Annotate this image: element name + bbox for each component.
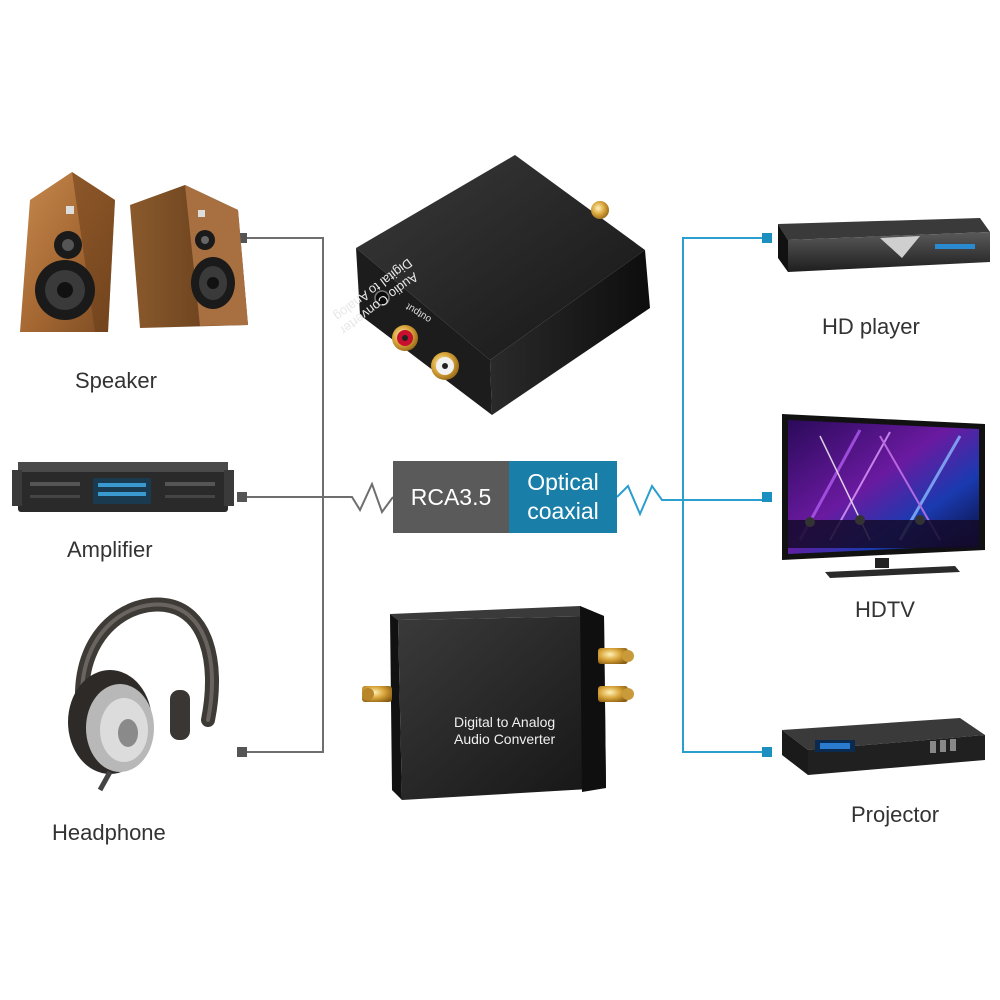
badge-rca35: RCA3.5 xyxy=(393,461,509,533)
badge-optical-coaxial: Optical coaxial xyxy=(509,461,617,533)
speaker-image xyxy=(20,172,248,332)
speaker-label: Speaker xyxy=(75,368,157,393)
analog-amplifier-line xyxy=(243,481,394,515)
analog-wiring xyxy=(243,237,394,753)
speaker-connector-dot xyxy=(237,233,247,243)
amplifier-label: Amplifier xyxy=(67,537,153,562)
converter-bottom-label-line2: Audio Converter xyxy=(454,731,556,747)
hdtv-connector-dot xyxy=(762,492,772,502)
digital-hdtv-line xyxy=(616,483,767,517)
badge-coaxial-text: coaxial xyxy=(527,498,599,524)
hd-player-label: HD player xyxy=(822,314,920,339)
projector-label: Projector xyxy=(851,802,940,827)
headphone-label: Headphone xyxy=(52,820,166,845)
converter-bottom-label-line1: Digital to Analog xyxy=(454,714,555,730)
digital-trunk-line xyxy=(682,237,767,753)
headphone-connector-dot xyxy=(237,747,247,757)
amplifier-image xyxy=(12,462,234,512)
amplifier-connector-dot xyxy=(237,492,247,502)
hdtv-image xyxy=(782,414,985,578)
analog-trunk-line xyxy=(243,237,324,753)
headphone-image xyxy=(68,597,220,792)
projector-image xyxy=(782,718,985,775)
hd-player-image xyxy=(778,218,990,272)
digital-wiring xyxy=(616,237,767,753)
hd-player-connector-dot xyxy=(762,233,772,243)
projector-connector-dot xyxy=(762,747,772,757)
converter-top-image xyxy=(356,155,650,415)
hdtv-label: HDTV xyxy=(855,597,915,622)
converter-bottom-image xyxy=(362,606,634,800)
badge-optical-text: Optical xyxy=(527,469,599,496)
badge-rca35-text: RCA3.5 xyxy=(410,483,492,510)
